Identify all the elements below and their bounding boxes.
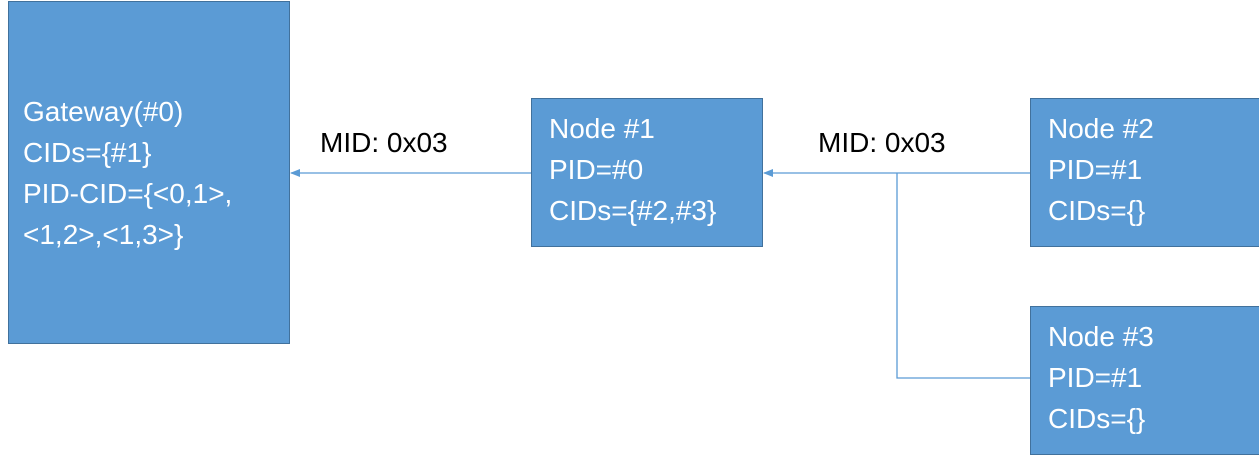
- node2-title: Node #2: [1048, 113, 1154, 144]
- node3-box: Node #3 PID=#1 CIDs={}: [1030, 306, 1259, 455]
- node1-title: Node #1: [549, 113, 655, 144]
- gateway-title: Gateway(#0): [23, 96, 184, 127]
- gateway-cids: CIDs={#1}: [23, 137, 152, 168]
- node2-pid: PID=#1: [1048, 154, 1143, 185]
- node1-box: Node #1 PID=#0 CIDs={#2,#3}: [531, 98, 763, 247]
- message-label-node1-to-gateway: MID: 0x03: [320, 127, 448, 158]
- message-label-children-to-node1: MID: 0x03: [818, 127, 946, 158]
- node2-box: Node #2 PID=#1 CIDs={}: [1030, 98, 1259, 247]
- gateway-pid-cid: PID-CID={<0,1>,: [23, 178, 233, 209]
- node3-pid: PID=#1: [1048, 362, 1143, 393]
- node3-title: Node #3: [1048, 321, 1154, 352]
- node1-pid: PID=#0: [549, 154, 644, 185]
- gateway-box: Gateway(#0) CIDs={#1} PID-CID={<0,1>, <1…: [8, 1, 290, 344]
- node2-cids: CIDs={}: [1048, 195, 1146, 226]
- gateway-pid-cid-continued: <1,2>,<1,3>}: [23, 219, 184, 250]
- node1-cids: CIDs={#2,#3}: [549, 195, 717, 226]
- node3-cids: CIDs={}: [1048, 403, 1146, 434]
- connector-node3-to-branch: [896, 173, 1030, 379]
